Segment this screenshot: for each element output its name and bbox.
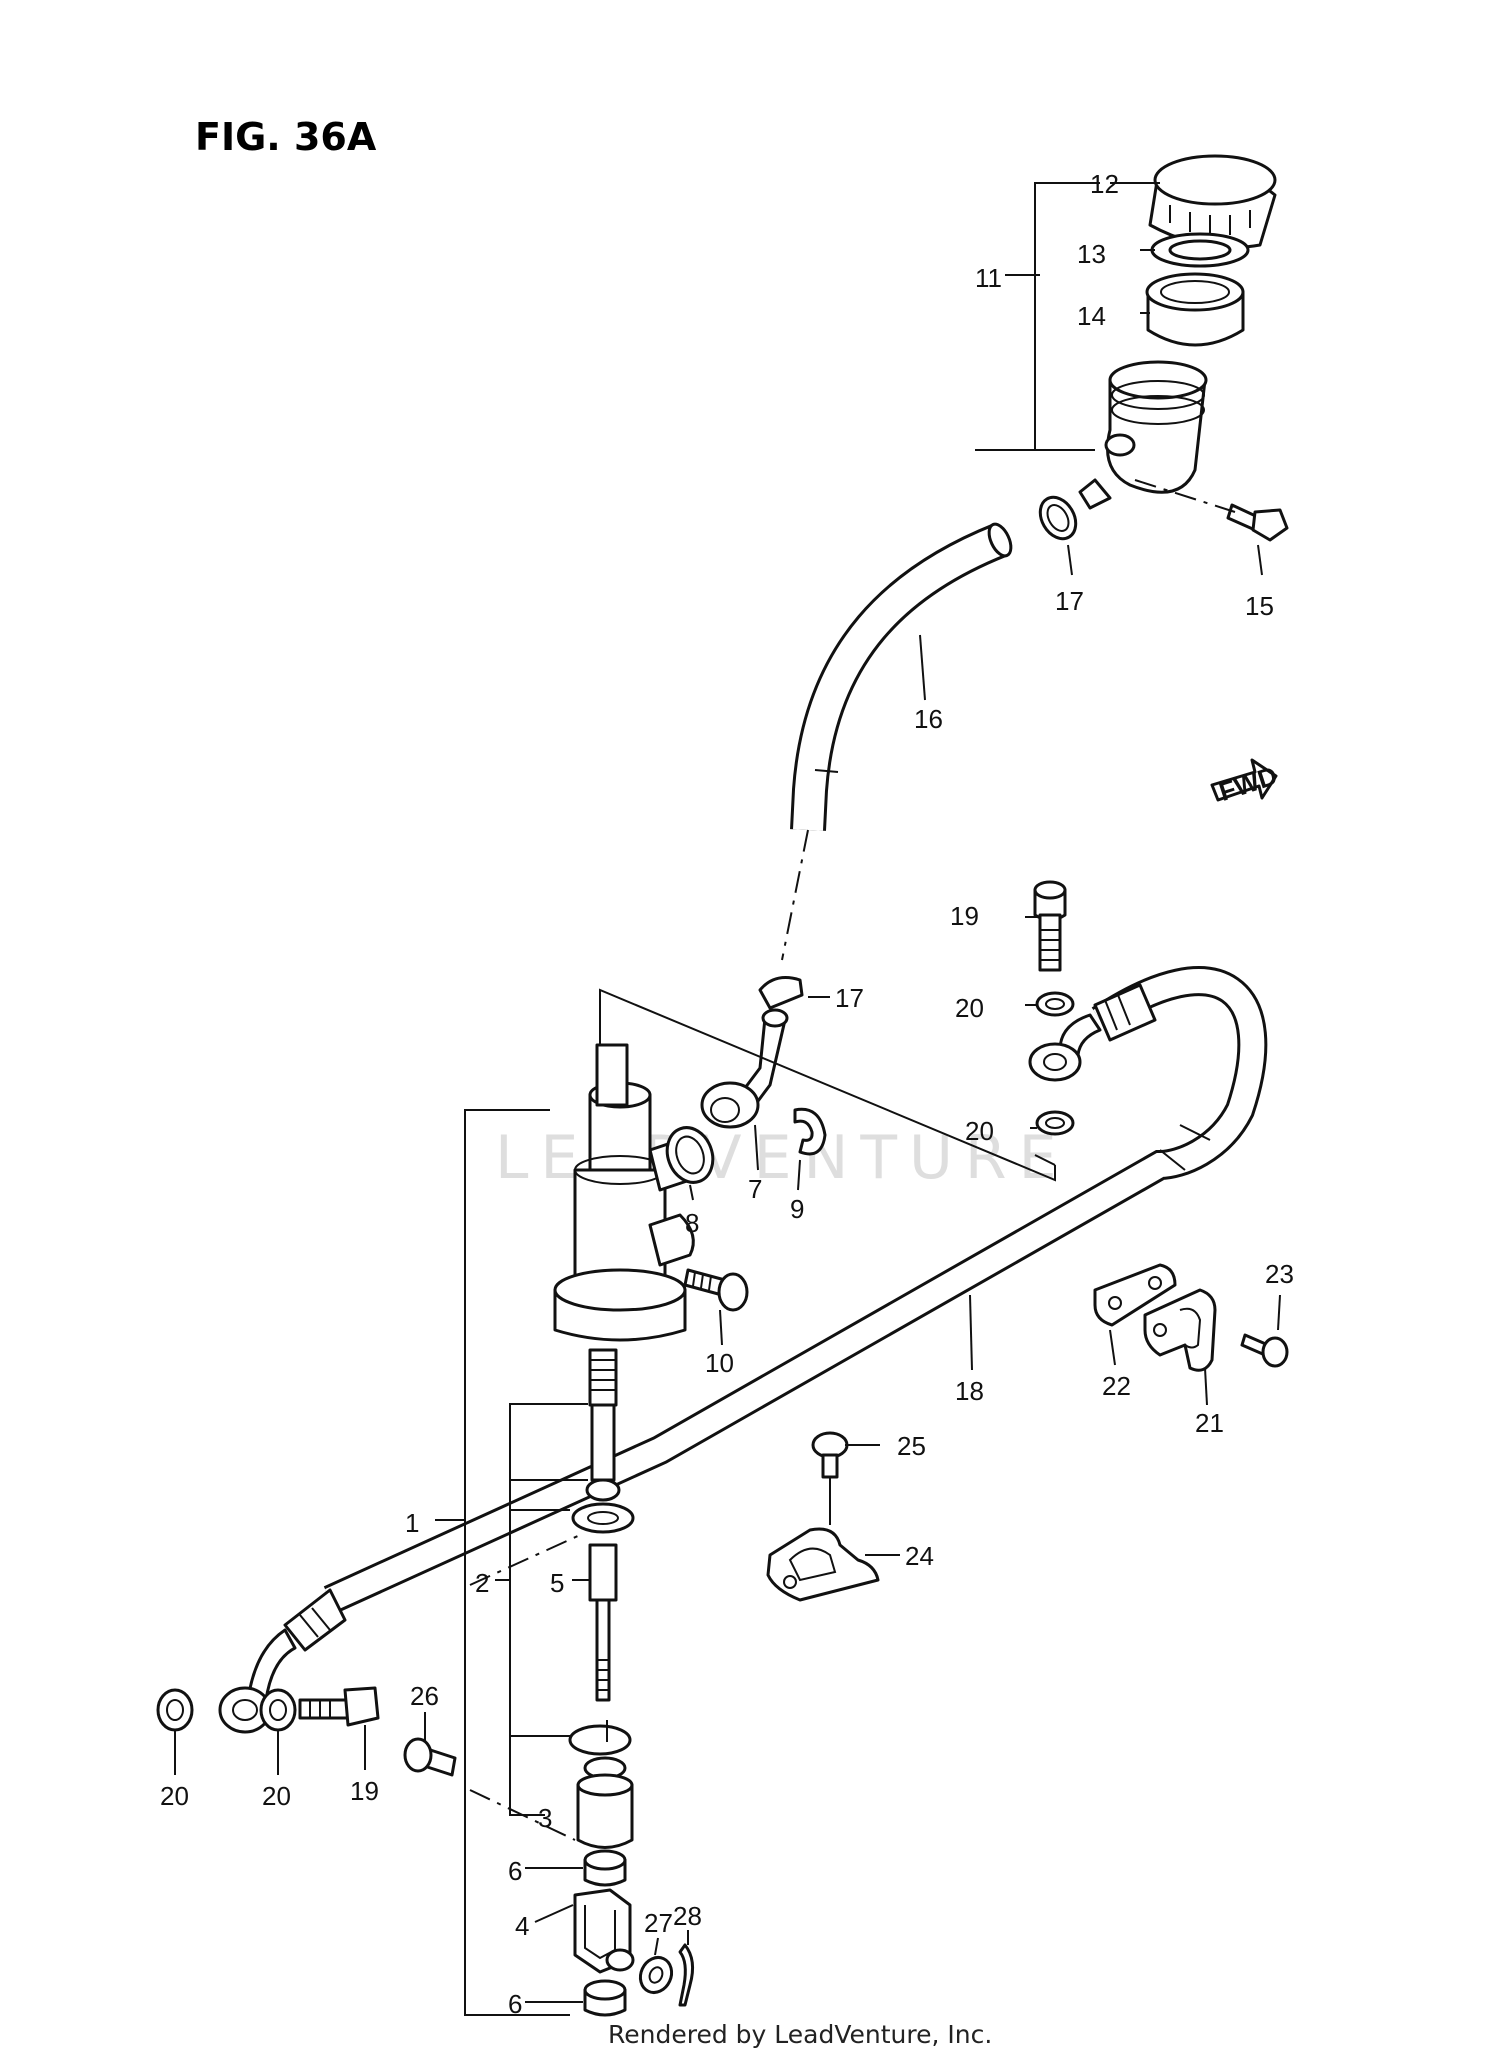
part-18-brake-hose[interactable] xyxy=(218,966,1268,1734)
part-10-screw[interactable] xyxy=(683,1268,749,1312)
callout-23: 23 xyxy=(1265,1259,1294,1289)
part-1-master-cylinder[interactable] xyxy=(553,1043,695,1342)
leader-lines xyxy=(174,182,1281,2016)
part-7-joint[interactable] xyxy=(700,1008,789,1129)
part-5-push-rod[interactable] xyxy=(588,1543,618,1702)
part-20-washer-c[interactable] xyxy=(156,1688,194,1732)
callout-20-d: 20 xyxy=(262,1781,291,1811)
part-13-plate[interactable] xyxy=(1150,232,1250,268)
part-28-cotter-pin[interactable] xyxy=(678,1943,695,2007)
callout-21: 21 xyxy=(1195,1408,1224,1438)
callout-1: 1 xyxy=(405,1508,419,1538)
part-17-clamp-upper[interactable] xyxy=(1033,491,1083,545)
part-14-diaphragm[interactable] xyxy=(1145,272,1245,347)
part-17-clamp-lower[interactable] xyxy=(758,976,804,1010)
leader-15 xyxy=(1134,479,1236,513)
callout-3: 3 xyxy=(538,1803,552,1833)
callout-26: 26 xyxy=(410,1681,439,1711)
part-24-bracket[interactable] xyxy=(766,1527,880,1602)
part-9-circlip[interactable] xyxy=(793,1107,827,1156)
callout-8: 8 xyxy=(685,1208,699,1238)
callout-22: 22 xyxy=(1102,1371,1131,1401)
ref-line-20-mid xyxy=(1034,1154,1056,1166)
footer-credit: Rendered by LeadVenture, Inc. xyxy=(608,2020,992,2049)
callout-11: 11 xyxy=(975,263,1002,293)
figure-title: FIG. 36A xyxy=(195,115,377,159)
callout-18: 18 xyxy=(955,1376,984,1406)
fwd-arrow-icon: FWD xyxy=(1210,758,1281,807)
part-23-screw[interactable] xyxy=(1240,1333,1289,1368)
part-16-reservoir-hose[interactable] xyxy=(790,521,1015,831)
callout-15: 15 xyxy=(1245,591,1274,621)
callout-16: 16 xyxy=(914,704,943,734)
callout-20-b: 20 xyxy=(965,1116,994,1146)
callout-19-lower: 19 xyxy=(350,1776,379,1806)
part-20-washer-b[interactable] xyxy=(1035,1110,1075,1136)
callout-12: 12 xyxy=(1090,169,1119,199)
callout-9: 9 xyxy=(790,1194,804,1224)
callout-labels: 12 13 14 11 17 15 16 19 17 20 20 7 8 9 1… xyxy=(160,169,1294,2019)
part-26-pin[interactable] xyxy=(403,1737,457,1777)
callout-6-lower: 6 xyxy=(508,1989,522,2019)
part-20-washer-a[interactable] xyxy=(1035,991,1075,1017)
reservoir-assembly xyxy=(1033,154,1289,545)
part-25-screw[interactable] xyxy=(811,1431,849,1479)
part-19-union-bolt-lower[interactable] xyxy=(298,1686,380,1727)
callout-2: 2 xyxy=(475,1568,489,1598)
callout-17-upper: 17 xyxy=(1055,586,1084,616)
part-6-nut-upper[interactable] xyxy=(583,1849,627,1887)
callout-19-upper: 19 xyxy=(950,901,979,931)
callout-13: 13 xyxy=(1077,239,1106,269)
part-20-washer-d[interactable] xyxy=(259,1688,297,1732)
callout-10: 10 xyxy=(705,1348,734,1378)
callout-5: 5 xyxy=(550,1568,564,1598)
part-22-plate[interactable] xyxy=(1093,1263,1177,1327)
hose-dash-lower xyxy=(469,1534,581,1586)
callout-7: 7 xyxy=(748,1174,762,1204)
part-2-piston-set[interactable] xyxy=(571,1348,635,1534)
part-3-boot[interactable] xyxy=(568,1724,634,1849)
part-19-union-bolt-upper[interactable] xyxy=(1033,880,1067,972)
part-8-o-ring[interactable] xyxy=(660,1121,720,1189)
callout-20-c: 20 xyxy=(160,1781,189,1811)
fwd-label: FWD xyxy=(1215,760,1281,807)
callout-28: 28 xyxy=(673,1901,702,1931)
ref-line-cylinder xyxy=(599,988,1056,1182)
callout-14: 14 xyxy=(1077,301,1106,331)
callout-27: 27 xyxy=(644,1908,673,1938)
part-15-bolt[interactable] xyxy=(1226,503,1289,542)
callout-25: 25 xyxy=(897,1431,926,1461)
callout-6-upper: 6 xyxy=(508,1856,522,1886)
callout-20-a: 20 xyxy=(955,993,984,1023)
part-4-clevis[interactable] xyxy=(573,1888,635,1974)
callout-17-lower: 17 xyxy=(835,983,864,1013)
part-21-bracket[interactable] xyxy=(1143,1288,1217,1372)
reservoir-body[interactable] xyxy=(1078,360,1208,510)
callout-4: 4 xyxy=(515,1911,529,1941)
hose-dashline xyxy=(781,829,809,961)
callout-24: 24 xyxy=(905,1541,934,1571)
part-6-nut-lower[interactable] xyxy=(583,1979,627,2017)
part-27-washer[interactable] xyxy=(635,1952,677,1997)
